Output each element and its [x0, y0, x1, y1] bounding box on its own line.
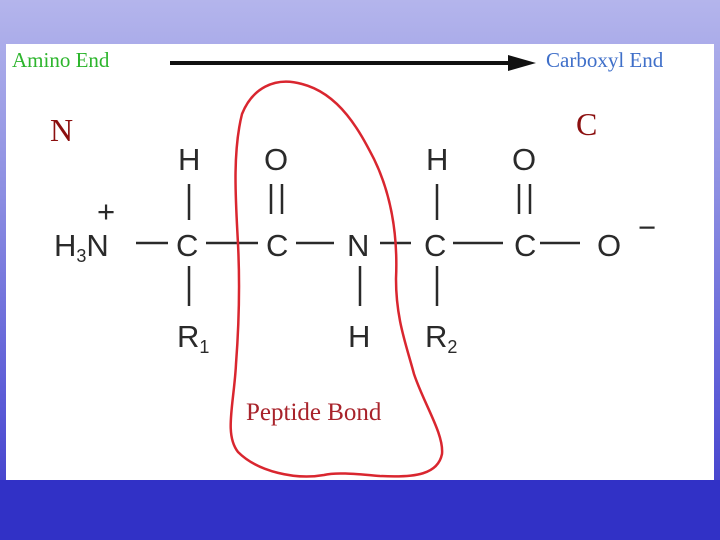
r-group-1: R1 [177, 319, 209, 357]
carbonyl-oxygen-1: O [264, 142, 288, 177]
minus-charge: − [638, 210, 656, 245]
amide-nitrogen: N [347, 228, 369, 263]
c-terminus-label: C [576, 106, 597, 142]
n-terminus-label: N [50, 112, 73, 148]
carbonyl-oxygen-2: O [512, 142, 536, 177]
alpha-carbon-2: C [424, 228, 446, 263]
carbonyl-carbon-2: C [514, 228, 536, 263]
peptide-bond-highlight-loop [229, 80, 444, 478]
h3n-group: H3N [54, 228, 109, 266]
alpha-carbon-1: C [176, 228, 198, 263]
peptide-diagram: Amino End Carboxyl End N C + H3N H C R1 [12, 48, 664, 478]
carboxyl-end-label: Carboxyl End [546, 48, 664, 72]
plus-charge: + [97, 194, 115, 229]
alpha-h-2: H [426, 142, 448, 177]
figure-panel [6, 44, 714, 480]
r-group-2: R2 [425, 319, 457, 357]
amino-end-label: Amino End [12, 48, 110, 72]
peptide-bond-label: Peptide Bond [246, 399, 382, 426]
bond-lines [136, 184, 580, 306]
terminal-oxygen: O [597, 228, 621, 263]
alpha-h-1: H [178, 142, 200, 177]
slide-footer-band [0, 480, 720, 540]
direction-arrow [170, 55, 536, 71]
carbonyl-carbon-1: C [266, 228, 288, 263]
amide-hydrogen: H [348, 319, 370, 354]
